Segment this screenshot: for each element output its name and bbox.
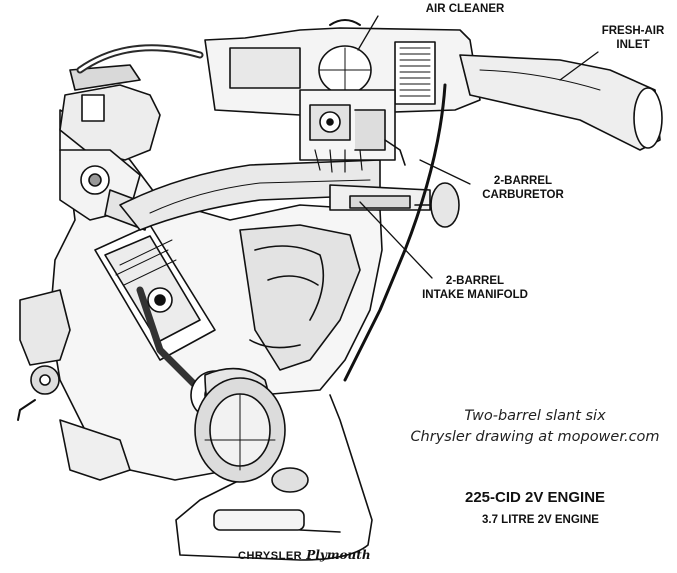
label-carburetor-line2: CARBURETOR xyxy=(482,189,564,201)
label-fresh-air-line1: FRESH-AIR xyxy=(601,25,665,37)
oil-pan xyxy=(175,394,373,561)
label-manifold-line2: INTAKE MANIFOLD xyxy=(422,289,528,301)
label-intake-manifold: 2-BARREL INTAKE MANIFOLD xyxy=(410,274,540,302)
label-fresh-air-inlet: FRESH-AIR INLET xyxy=(592,24,674,52)
label-carburetor: 2-BARREL CARBURETOR xyxy=(478,174,568,202)
label-fresh-air-line2: INLET xyxy=(616,39,650,51)
brand-chrysler: CHRYSLER xyxy=(238,550,303,562)
vacuum-diaphragm xyxy=(414,182,460,228)
caption-line2: Chrysler drawing at mopower.com xyxy=(410,429,660,445)
crankshaft xyxy=(194,367,309,493)
distributor xyxy=(17,289,131,481)
intake-runner xyxy=(119,159,431,231)
label-air-cleaner: AIR CLEANER xyxy=(405,2,525,16)
engine-title: 225-CID 2V ENGINE xyxy=(465,489,606,506)
label-manifold-line1: 2-BARREL xyxy=(445,275,505,287)
cylinder-head xyxy=(59,64,161,231)
fresh-air-snorkel xyxy=(459,54,663,151)
caption: Two-barrel slant six Chrysler drawing at… xyxy=(395,406,675,448)
caption-line1: Two-barrel slant six xyxy=(464,408,606,424)
leader-lines xyxy=(357,15,599,279)
brand-logo: CHRYSLER Plymouth xyxy=(238,548,371,562)
label-carburetor-line1: 2-BARREL xyxy=(493,175,553,187)
breather-hose xyxy=(76,44,204,74)
label-air-cleaner-text: AIR CLEANER xyxy=(425,3,505,15)
engine-subtitle: 3.7 LITRE 2V ENGINE xyxy=(482,514,599,526)
carburetor xyxy=(299,89,406,173)
brand-plymouth: Plymouth xyxy=(306,548,371,562)
air-cleaner-housing xyxy=(204,19,481,116)
